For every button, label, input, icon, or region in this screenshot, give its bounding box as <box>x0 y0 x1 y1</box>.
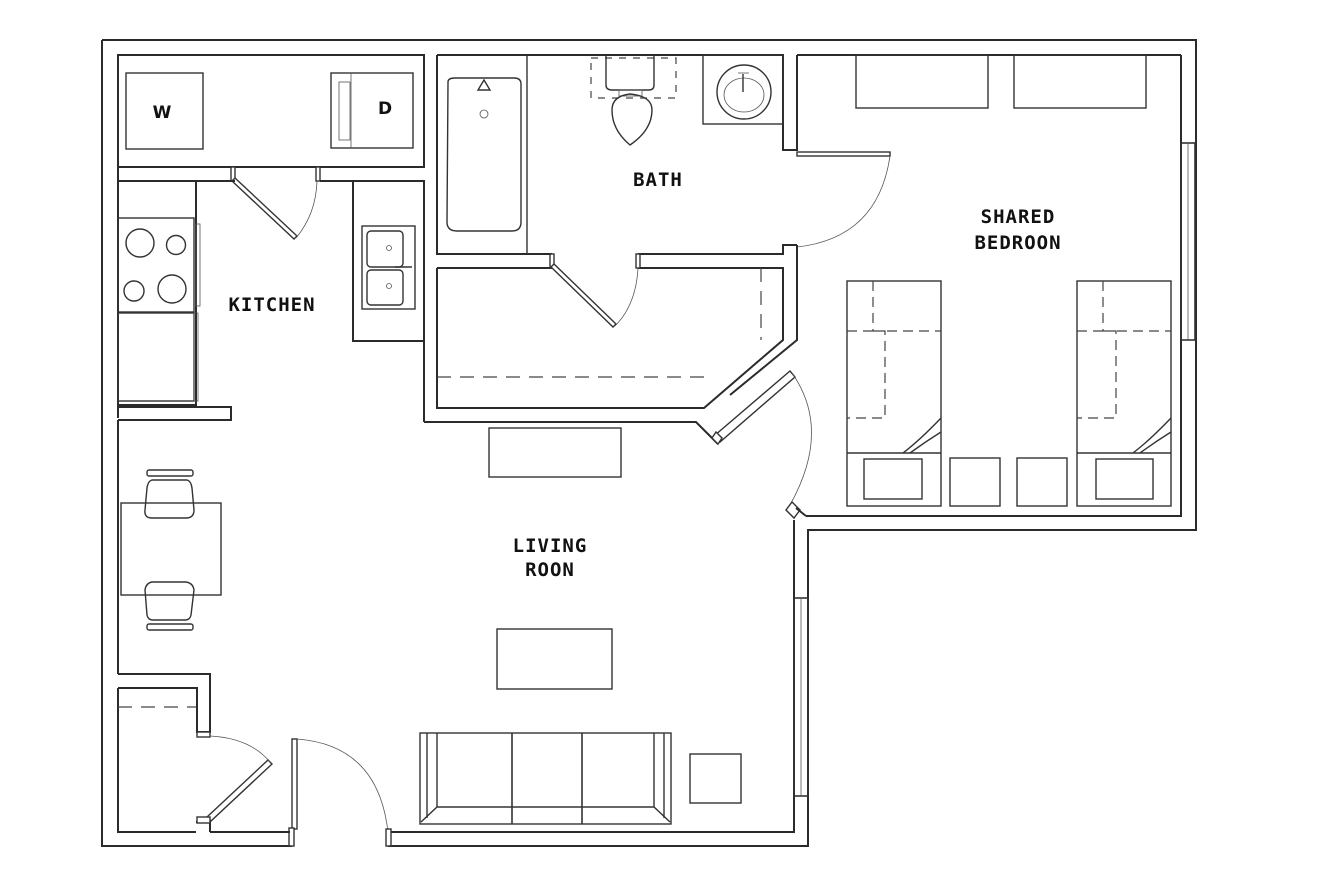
stove <box>117 217 195 313</box>
living-label-line1: LIVING <box>513 535 588 557</box>
pillow <box>1095 458 1154 500</box>
burner <box>123 280 145 302</box>
coffee-table <box>496 628 613 690</box>
kitchen: KITCHEN <box>117 180 425 421</box>
dryer <box>330 72 414 149</box>
kitchen-label: KITCHEN <box>228 294 315 316</box>
entry-closet <box>117 673 211 832</box>
bedroom-label-line2: BEDROON <box>974 232 1061 254</box>
tv-stand <box>488 427 622 478</box>
bathtub <box>446 55 528 254</box>
living-label-line2: ROON <box>525 559 575 581</box>
closet-door[interactable] <box>549 253 641 328</box>
side-table <box>689 753 742 804</box>
bed <box>846 280 942 507</box>
bedroom-label-line1: SHARED <box>981 206 1056 228</box>
bed <box>1076 280 1172 507</box>
laundry-door[interactable] <box>230 166 321 240</box>
kitchen-sink <box>361 225 416 310</box>
chair <box>144 581 195 631</box>
exterior-walls <box>101 39 1197 847</box>
refrigerator <box>117 312 195 402</box>
hall-closet <box>424 245 798 445</box>
burner <box>165 234 187 256</box>
front-door[interactable] <box>210 738 392 847</box>
pillow <box>863 458 923 500</box>
dresser <box>855 54 989 109</box>
laundry-closet: W D <box>117 54 425 168</box>
chair <box>144 469 195 519</box>
bath-sink <box>702 54 784 125</box>
washer <box>125 72 204 150</box>
dresser <box>1013 54 1147 109</box>
bedroom-door[interactable] <box>711 370 812 520</box>
burner <box>157 274 187 304</box>
entry-closet-door[interactable] <box>196 731 274 824</box>
living-room: LIVING ROON <box>419 427 809 825</box>
nightstand <box>1016 457 1068 507</box>
washer-label: W <box>153 103 172 123</box>
sofa <box>419 732 672 825</box>
toilet <box>590 55 677 146</box>
shared-bedroom: SHARED BEDROON <box>797 54 1196 507</box>
bath-bedroom-door[interactable] <box>796 151 891 248</box>
burner <box>125 228 155 258</box>
bath: BATH <box>423 54 798 422</box>
dryer-label: D <box>378 99 392 119</box>
bath-label: BATH <box>633 169 683 191</box>
dining-area <box>120 469 222 631</box>
dining-table <box>120 502 222 596</box>
nightstand <box>949 457 1001 507</box>
